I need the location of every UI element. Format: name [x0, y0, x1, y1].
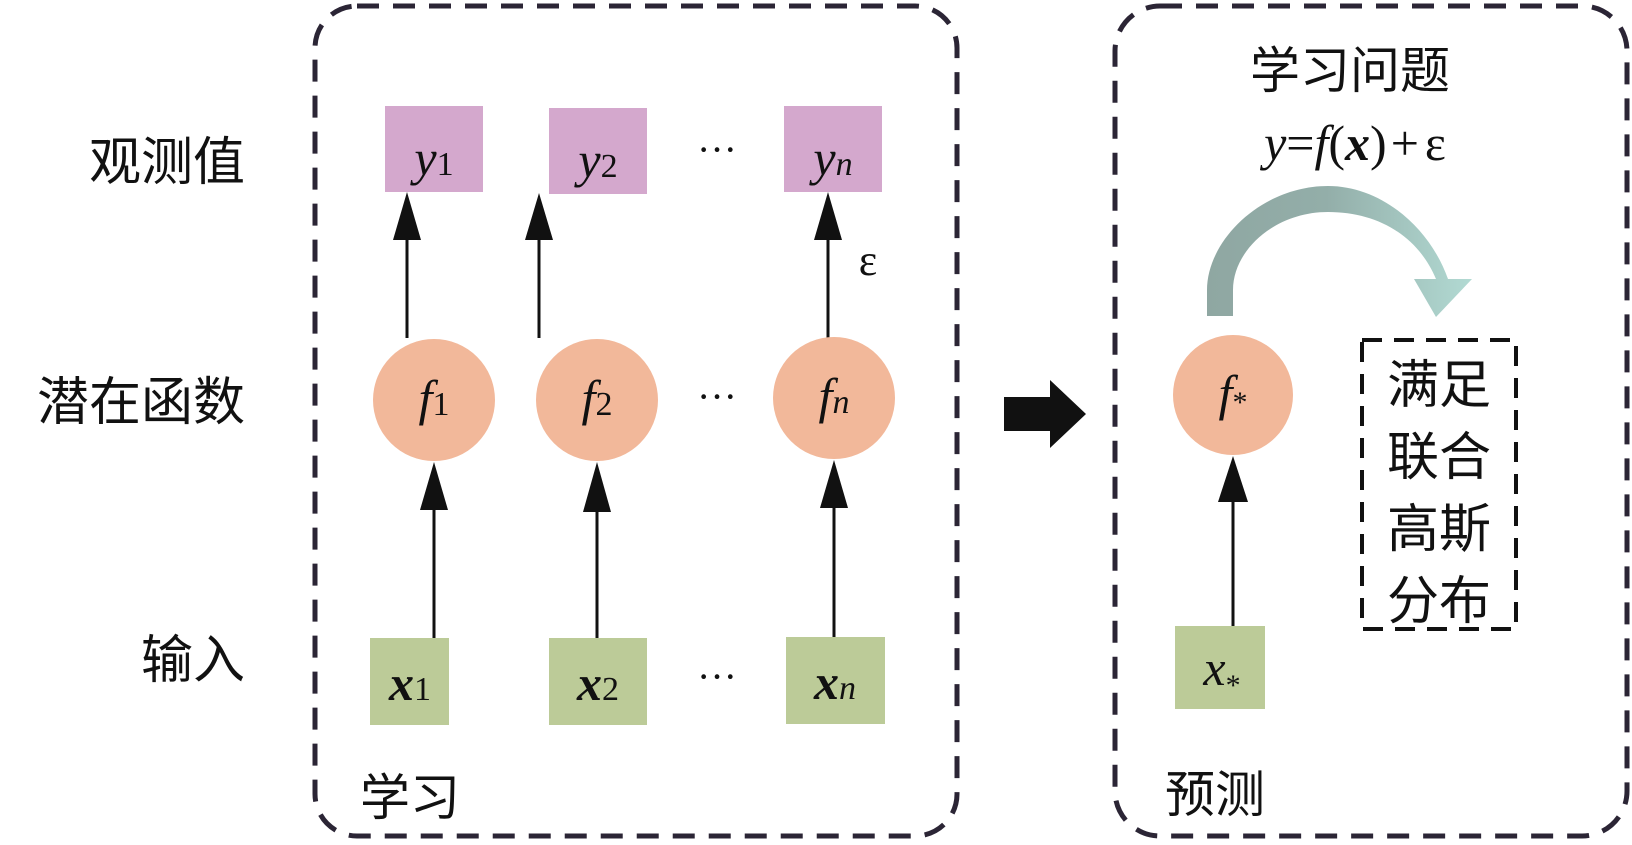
- prediction-input-label: x*: [1202, 640, 1240, 702]
- prediction-panel-label: 预测: [1165, 766, 1265, 824]
- learning-problem-title: 学习问题: [1250, 42, 1450, 100]
- latent-node-2: [536, 339, 658, 461]
- input-box-1-ext: [388, 638, 449, 725]
- input-label-n: xn: [813, 654, 856, 710]
- prediction-panel-border: [1112, 3, 1630, 839]
- prediction-latent-node: [1173, 335, 1293, 455]
- arrow-latent-to-observation-1: [393, 192, 421, 338]
- arrow-latent-to-observation-n: [814, 192, 842, 338]
- prediction-panel: 学习问题 y=f(x)+ε f* x* 满足 联合 高斯 分布 预测: [1112, 3, 1630, 839]
- learning-panel-border: [312, 3, 960, 839]
- latent-ellipsis: ···: [697, 374, 737, 419]
- prediction-input-box: [1175, 626, 1265, 709]
- latent-node-n: [773, 337, 895, 459]
- observation-label-1: y1: [409, 130, 453, 186]
- condition-line-2: 联合: [1387, 428, 1491, 488]
- curved-arrow-icon: [1207, 186, 1472, 317]
- latent-node-1: [373, 339, 495, 461]
- row-label-latent: 潜在函数: [37, 373, 245, 433]
- condition-line-3: 高斯: [1387, 500, 1491, 560]
- observation-ellipsis: ···: [697, 127, 737, 172]
- input-box-2: [549, 638, 647, 725]
- observation-box-2: [549, 108, 647, 194]
- observation-label-2: y2: [573, 132, 617, 188]
- arrow-input-to-latent-1: [420, 462, 448, 638]
- transition-arrow-icon: [1004, 380, 1086, 448]
- input-ellipsis: ···: [697, 654, 737, 699]
- arrow-prediction-input-to-latent: [1218, 456, 1248, 626]
- observation-label-n: yn: [808, 130, 852, 186]
- learning-panel-label: 学习: [360, 769, 460, 827]
- observation-box-1: [385, 106, 483, 192]
- input-label-1: x1: [388, 655, 431, 711]
- observation-box-n: [784, 106, 882, 192]
- arrow-input-to-latent-n: [820, 460, 848, 637]
- model-equation: y=f(x)+ε: [1259, 115, 1446, 171]
- learning-panel: y1 y2 yn ··· ε f1 f2 fn ···: [312, 3, 960, 839]
- condition-line-4: 分布: [1387, 572, 1491, 632]
- noise-epsilon-label: ε: [859, 236, 877, 285]
- input-box-n: [786, 637, 885, 724]
- joint-gaussian-condition-box: [1360, 338, 1518, 631]
- arrow-latent-to-observation-2: [525, 193, 553, 338]
- row-label-observations: 观测值: [89, 133, 245, 193]
- input-label-2: x2: [576, 655, 619, 711]
- condition-line-1: 满足: [1387, 356, 1491, 416]
- row-label-input: 输入: [141, 631, 245, 691]
- arrow-input-to-latent-2: [583, 462, 611, 638]
